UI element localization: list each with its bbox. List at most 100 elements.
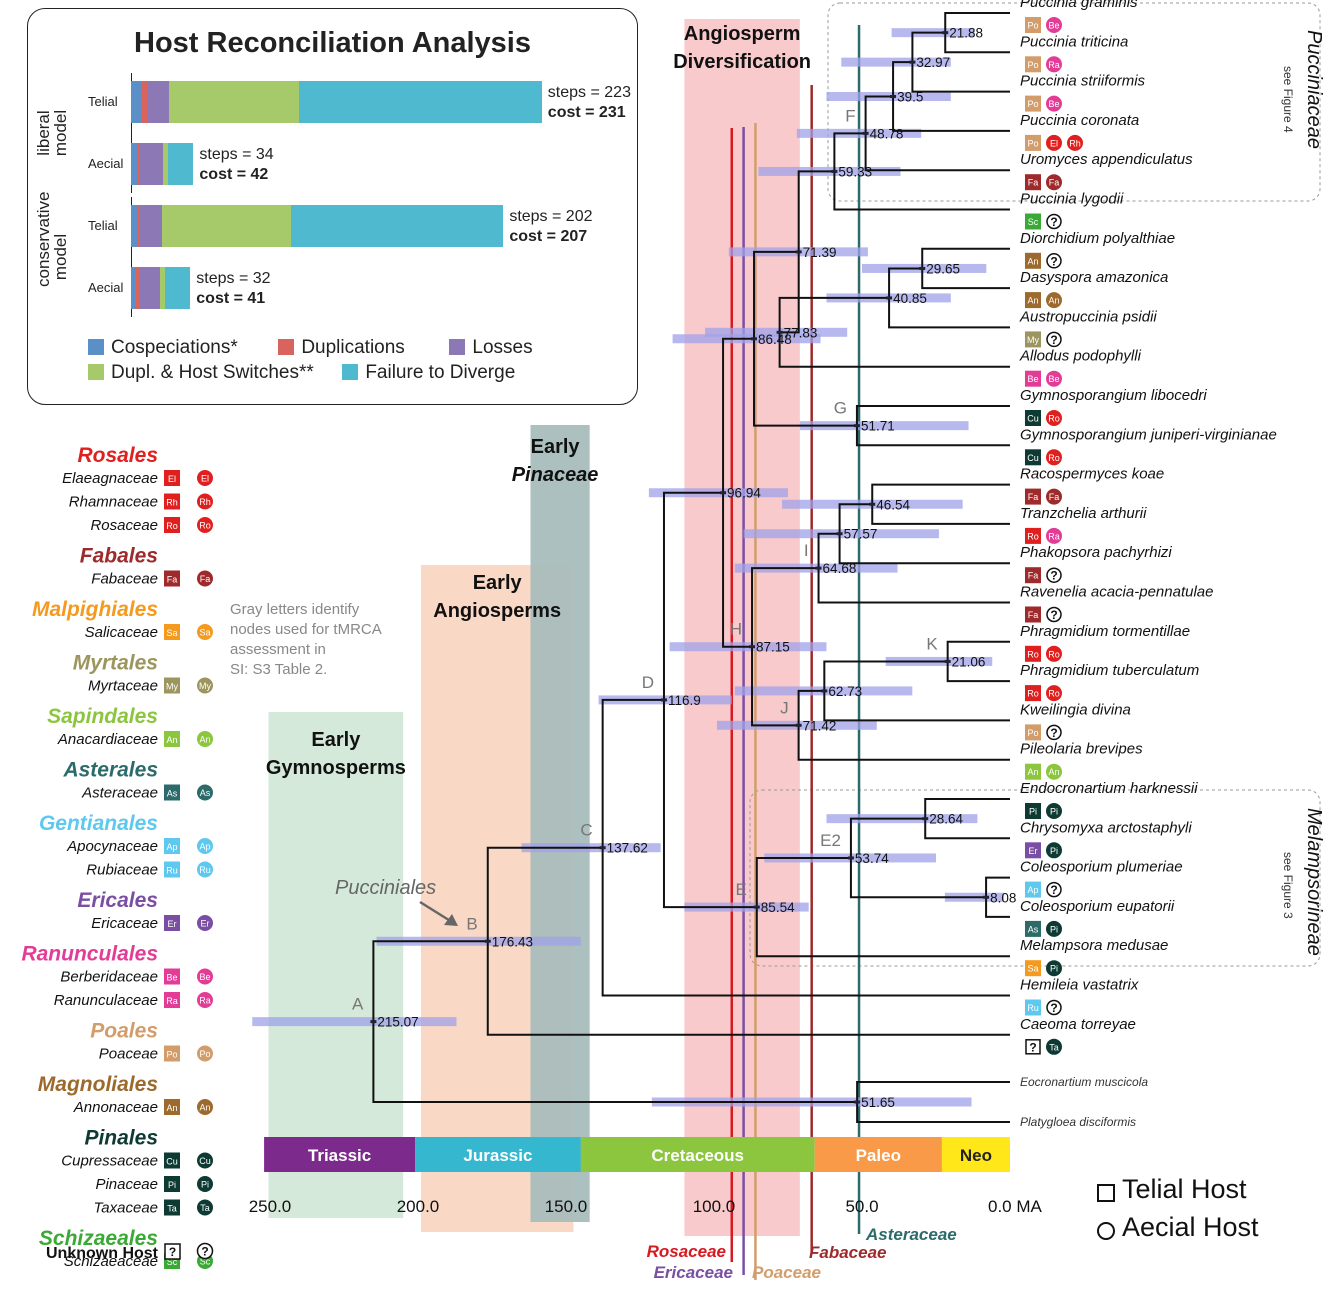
node-letter: F xyxy=(845,106,855,125)
unknown-aecial-host xyxy=(1046,331,1062,348)
telial-host-icon xyxy=(164,517,180,533)
node-age: 51.71 xyxy=(861,419,895,434)
model-bracket xyxy=(131,197,138,317)
period-label: Neo xyxy=(960,1146,992,1165)
cost-text: cost = 231 xyxy=(547,104,626,121)
family-name: Schizaeaceae xyxy=(64,1253,158,1270)
unknown-mark: ? xyxy=(169,1245,176,1259)
host-code: Ru xyxy=(199,865,211,875)
host-code: Fa xyxy=(1028,178,1039,188)
aecial-host-icon xyxy=(1046,134,1062,151)
unknown-aecial-host xyxy=(1046,724,1062,741)
tip-label: Melampsora medusae xyxy=(1020,937,1168,954)
host-code: Rh xyxy=(166,498,178,508)
order-name: Fabales xyxy=(80,545,158,568)
legend-swatch-cospeciations xyxy=(88,339,104,355)
tip-label: Tranzchelia arthurii xyxy=(1020,505,1147,522)
bar-segment xyxy=(140,205,163,247)
host-code: Po xyxy=(1027,60,1038,70)
host-code: Pi xyxy=(1050,924,1058,934)
telial-host-icon xyxy=(1025,134,1041,151)
period-label: Jurassic xyxy=(463,1146,532,1165)
ci-bar xyxy=(799,421,969,431)
aecial-host-icon xyxy=(197,915,213,931)
order-name: Magnoliales xyxy=(38,1073,158,1096)
host-code: My xyxy=(166,682,178,692)
aecial-host-icon xyxy=(197,493,213,510)
family-name: Anacardiaceae xyxy=(57,731,158,748)
telial-host-icon xyxy=(164,731,180,747)
band-2 xyxy=(530,425,590,1222)
node-age: 77.83 xyxy=(784,325,818,340)
host-code: El xyxy=(1050,138,1058,148)
gray-note: assessment in xyxy=(230,641,326,658)
node-age: 96.94 xyxy=(727,486,761,501)
gray-note: SI: S3 Table 2. xyxy=(230,661,327,678)
host-code: My xyxy=(199,681,211,691)
node-age: 51.65 xyxy=(861,1095,895,1110)
host-code: An xyxy=(1027,256,1038,266)
pucciniales-label: Pucciniales xyxy=(335,877,436,899)
host-code: Fa xyxy=(1049,178,1060,188)
aecial-host-icon xyxy=(197,968,213,985)
node-letter: B xyxy=(466,914,477,933)
host-code: Pi xyxy=(1050,807,1058,817)
aecial-host-icon xyxy=(1046,449,1062,466)
telial-host-icon xyxy=(1025,252,1041,269)
steps-text: steps = 32 xyxy=(196,270,271,287)
node-letter: J xyxy=(780,698,789,717)
node-age: 28.64 xyxy=(929,812,963,827)
origin-label-fabaceae: Fabaceae xyxy=(809,1243,887,1262)
host-code: An xyxy=(1027,296,1038,306)
host-code: Ro xyxy=(1027,689,1039,699)
axis-tick: 150.0 xyxy=(545,1197,588,1216)
host-code: Sc xyxy=(167,1257,178,1267)
node-age: 57.57 xyxy=(844,527,878,542)
period-paleo xyxy=(814,1137,942,1172)
host-code: Ro xyxy=(1027,531,1039,541)
telial-host-icon xyxy=(164,838,180,854)
tree: 21.8832.9739.548.78F59.3329.6540.8577.83… xyxy=(252,12,1016,1123)
tip-label: Dasyspora amazonica xyxy=(1020,269,1168,286)
host-code: Er xyxy=(168,919,177,929)
order-name: Sapindales xyxy=(47,705,158,728)
aecial-host-icon xyxy=(1046,410,1062,426)
telial-host-icon xyxy=(1025,999,1041,1016)
host-code: Fa xyxy=(1028,610,1039,620)
legend-swatch-duplications xyxy=(278,339,295,355)
tip-label: Puccinia graminis xyxy=(1020,0,1138,11)
legend-label-losses: Losses xyxy=(472,337,533,358)
host-code: Fa xyxy=(1028,571,1039,581)
family-name: Ericaceae xyxy=(91,915,158,932)
host-code: Be xyxy=(1048,99,1059,109)
axis-tick: 50.0 xyxy=(845,1197,878,1216)
unknown-mark: ? xyxy=(1050,883,1057,897)
aecial-host-icon xyxy=(197,1152,213,1169)
family-name: Myrtaceae xyxy=(88,678,158,695)
period-jurassic xyxy=(415,1137,581,1172)
tip-label: Austropuccinia psidii xyxy=(1019,308,1157,325)
inset-title: Host Reconciliation Analysis xyxy=(134,27,531,59)
aecial-host-icon xyxy=(1046,920,1062,937)
host-code: Ro xyxy=(166,521,178,531)
host-code: Be xyxy=(199,972,210,982)
host-code: Ro xyxy=(1048,649,1060,659)
telial-host-icon xyxy=(164,861,180,878)
tip-label: Uromyces appendiculatus xyxy=(1020,151,1193,168)
node-age: 137.62 xyxy=(607,841,648,856)
host-code: Er xyxy=(1029,846,1038,856)
node-age: 71.39 xyxy=(803,245,837,260)
bar-segment xyxy=(137,205,141,247)
telial-host-icon xyxy=(1025,724,1041,741)
host-code: My xyxy=(1027,335,1039,345)
telial-host-icon xyxy=(1025,331,1041,348)
host-code: Be xyxy=(166,973,177,983)
ci-bar xyxy=(705,327,848,337)
unknown-aecial-host xyxy=(1046,253,1062,269)
order-name: Gentianales xyxy=(39,812,158,835)
